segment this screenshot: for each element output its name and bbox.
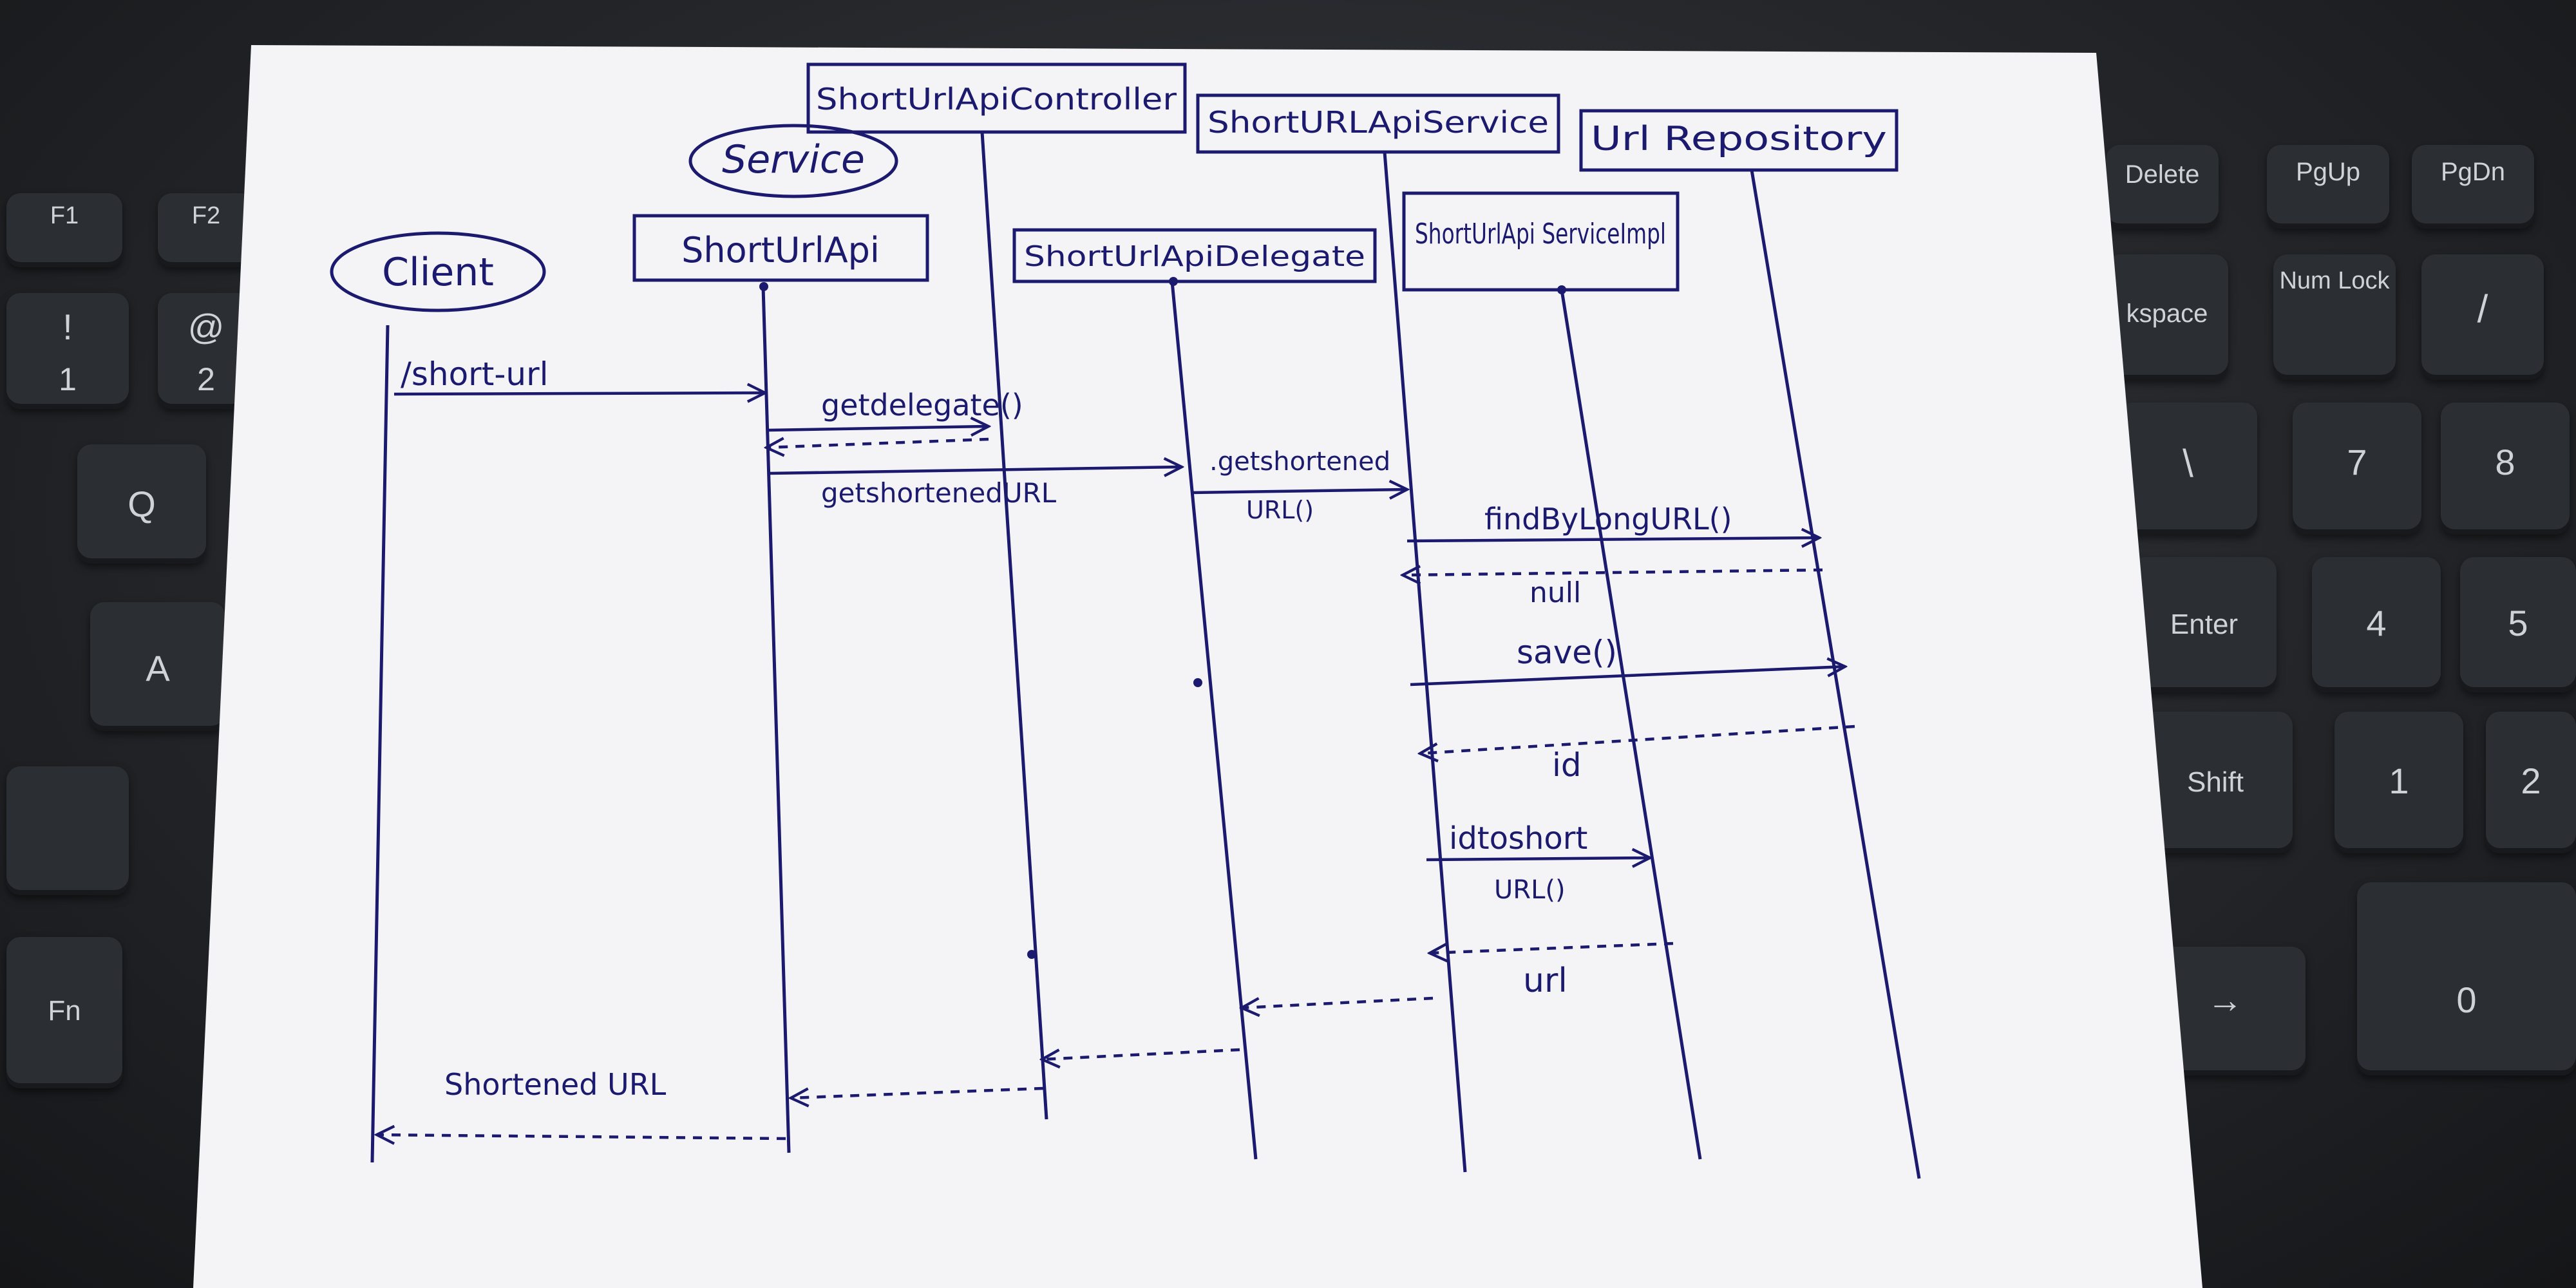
paper-sheet bbox=[193, 45, 2202, 1288]
msg-save bbox=[1410, 667, 1845, 687]
key-a: A bbox=[90, 602, 225, 731]
key-pgdn: PgDn bbox=[2412, 145, 2534, 229]
msg-shortened-url-reply bbox=[377, 1135, 786, 1139]
key-enter: Enter bbox=[2132, 557, 2277, 692]
label-msg-id: id bbox=[1552, 746, 1582, 784]
label-msg-null: null bbox=[1530, 576, 1581, 609]
key-1: !1 bbox=[6, 293, 129, 409]
box-url-repository bbox=[1579, 109, 1899, 172]
key-pgup: PgUp bbox=[2267, 145, 2389, 229]
key-f1: F1 bbox=[6, 193, 122, 267]
msg-null-reply bbox=[1403, 570, 1823, 575]
label-delegate: ShortUrlApiDelegate bbox=[1024, 240, 1365, 273]
msg-service-to-delegate-reply bbox=[1242, 996, 1434, 1008]
key-numpad-2: 2 bbox=[2486, 712, 2576, 853]
msg-get-shortened-url-1 bbox=[769, 467, 1182, 473]
lifeline-service bbox=[1383, 151, 1467, 1173]
label-msg-get-delegate: getdelegate() bbox=[821, 388, 1023, 422]
key-numpad-0: 0 bbox=[2357, 882, 2576, 1075]
label-repository: Url Repository bbox=[1591, 120, 1887, 158]
key-blank bbox=[6, 766, 129, 895]
key-8: 8 bbox=[2441, 402, 2570, 535]
key-numpad-1: 1 bbox=[2334, 712, 2463, 853]
box-short-url-api-controller bbox=[806, 62, 1187, 134]
key-shift: Shift bbox=[2138, 712, 2293, 853]
label-msg-get-shortened-url-2a: .getshortened bbox=[1209, 447, 1390, 477]
label-controller: ShortUrlApiController bbox=[816, 82, 1177, 117]
box-short-url-api-service-impl bbox=[1402, 191, 1680, 292]
label-msg-id-to-short-b: URL() bbox=[1494, 875, 1566, 905]
box-short-url-api-delegate bbox=[1012, 228, 1377, 283]
key-backspace: kspace bbox=[2106, 254, 2228, 380]
label-short-url-api: ShortUrlApi bbox=[681, 230, 880, 270]
msg-get-delegate bbox=[767, 426, 989, 430]
msg-id-to-short-url bbox=[1426, 858, 1650, 860]
label-service-impl: ShortUrlApi ServiceImpl bbox=[1415, 218, 1666, 251]
label-service: ShortURLApiService bbox=[1208, 105, 1549, 140]
key-slash: / bbox=[2421, 254, 2544, 380]
key-4: 4 bbox=[2312, 557, 2441, 692]
key-5: 5 bbox=[2460, 557, 2576, 692]
label-msg-save: save() bbox=[1517, 634, 1617, 671]
key-backslash: \ bbox=[2119, 402, 2257, 535]
msg-get-delegate-reply bbox=[766, 439, 989, 448]
key-delete: Delete bbox=[2106, 145, 2219, 229]
msg-controller-to-api-reply bbox=[791, 1086, 1044, 1098]
key-fn: Fn bbox=[6, 937, 122, 1088]
label-group-service: Service bbox=[722, 137, 865, 182]
label-msg-shortened-url: Shortened URL bbox=[444, 1067, 667, 1102]
key-f2: F2 bbox=[158, 193, 254, 267]
lifeline-short-url-api bbox=[761, 286, 791, 1153]
label-msg-get-shortened-url-1: getshortenedURL bbox=[821, 477, 1057, 509]
label-msg-short-url: /short-url bbox=[401, 355, 549, 393]
label-msg-url: url bbox=[1523, 961, 1567, 1000]
lifeline-client bbox=[370, 325, 390, 1163]
ellipse-client bbox=[330, 231, 546, 312]
msg-get-shortened-url-2 bbox=[1191, 489, 1407, 493]
label-client: Client bbox=[382, 250, 494, 295]
key-7: 7 bbox=[2293, 402, 2421, 535]
lifeline-impl bbox=[1560, 289, 1702, 1160]
box-short-url-api-service bbox=[1196, 93, 1560, 154]
msg-id-reply bbox=[1420, 724, 1855, 753]
box-short-url-api bbox=[632, 214, 929, 282]
label-msg-find-by-long-url: findByLongURL() bbox=[1484, 502, 1732, 536]
label-msg-id-to-short-a: idtoshort bbox=[1449, 820, 1587, 857]
msg-find-by-long-url bbox=[1406, 538, 1819, 541]
key-q: Q bbox=[77, 444, 206, 564]
key-numlock: Num Lock bbox=[2273, 254, 2396, 380]
msg-url-reply bbox=[1430, 942, 1674, 953]
ellipse-service-group bbox=[688, 124, 898, 198]
label-msg-get-shortened-url-2b: URL() bbox=[1246, 496, 1314, 524]
msg-short-url bbox=[393, 393, 765, 394]
